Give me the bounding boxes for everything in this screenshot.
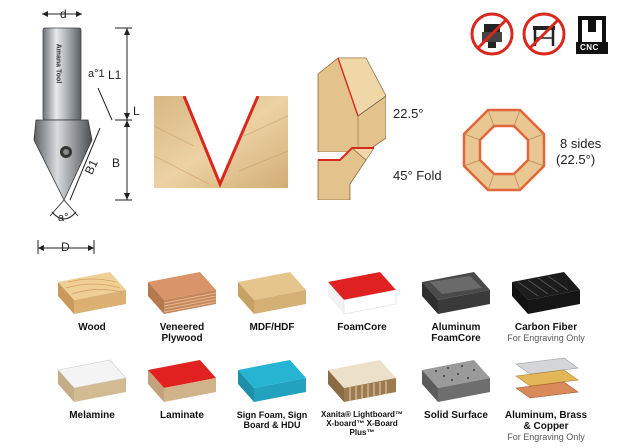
material-name: MDF/HDF [249, 322, 295, 333]
cnc-label: CNC [580, 43, 599, 52]
material-xanita: Xanita® Lightboard™ X-board™ X-Board Plu… [320, 356, 404, 437]
material-carbon-fiber: Carbon Fiber For Engraving Only [504, 268, 588, 343]
sides-label-line2: (22.5°) [556, 152, 596, 167]
fold-45-label: 45° Fold [393, 168, 442, 183]
dim-b-label: B [112, 156, 121, 170]
material-melamine: Melamine [50, 356, 134, 421]
router-bit-diagram [33, 11, 132, 254]
material-name: Carbon Fiber [514, 322, 578, 333]
foamcore-swatch-icon [328, 272, 397, 315]
angle-22-label: 22.5° [393, 106, 424, 121]
material-note: For Engraving Only [507, 333, 585, 343]
material-aluminum-brass-copper: Aluminum, Brass & Copper For Engraving O… [504, 356, 588, 442]
material-name: Sign Foam, Sign Board & HDU [236, 410, 308, 430]
dim-D-label: D [61, 240, 70, 254]
bit-brand-label: Amana Tool [54, 43, 62, 84]
material-wood: Wood [50, 268, 134, 333]
chamfer-22-block [317, 57, 386, 152]
material-aluminum-foamcore: Aluminum FoamCore [414, 268, 498, 344]
solid-surface-swatch-icon [422, 360, 490, 402]
dim-a-label: a° [58, 212, 69, 224]
carbon-fiber-swatch-icon [512, 272, 580, 314]
aluminum-foamcore-swatch-icon [422, 272, 490, 314]
no-router-table-icon [522, 12, 566, 61]
cnc-machine-icon: CNC [574, 12, 610, 61]
material-veneered-plywood: Veneered Plywood [140, 268, 224, 344]
melamine-swatch-icon [57, 359, 127, 402]
dim-a1-label: a°1 [88, 68, 105, 80]
sides-label-line1: 8 sides [560, 136, 602, 151]
material-solid-surface: Solid Surface [414, 356, 498, 421]
wood-swatch-icon [58, 272, 126, 314]
material-foamcore: FoamCore [320, 268, 404, 333]
material-name: Veneered Plywood [159, 322, 205, 344]
metal-sheets-swatch-icon [515, 357, 579, 399]
mdf-swatch-icon [238, 272, 306, 314]
dim-l1-label: L1 [108, 68, 122, 82]
material-name: Aluminum, Brass & Copper [504, 410, 588, 432]
plywood-swatch-icon [148, 272, 217, 314]
laminate-swatch-icon [148, 360, 216, 402]
material-note: For Engraving Only [507, 432, 585, 442]
material-name: Laminate [160, 410, 204, 421]
material-laminate: Laminate [140, 356, 224, 421]
material-mdf-hdf: MDF/HDF [230, 268, 314, 333]
material-name: Xanita® Lightboard™ X-board™ X-Board Plu… [321, 410, 403, 437]
material-name: Wood [78, 322, 106, 333]
material-sign-foam: Sign Foam, Sign Board & HDU [230, 356, 314, 430]
dim-l-label: L [133, 104, 140, 118]
material-name: Solid Surface [424, 410, 488, 421]
fold-45-block [317, 147, 375, 200]
material-name: FoamCore [337, 322, 387, 333]
material-name: Aluminum FoamCore [431, 322, 481, 344]
no-handheld-router-icon [470, 12, 514, 61]
xanita-board-swatch-icon [328, 360, 396, 402]
machine-compatibility-icons: CNC [470, 12, 610, 60]
material-name: Melamine [69, 410, 115, 421]
sign-foam-swatch-icon [238, 360, 306, 402]
v-groove-block [154, 96, 288, 188]
octagon-frame [462, 108, 546, 192]
dim-d-label: d [60, 7, 67, 21]
